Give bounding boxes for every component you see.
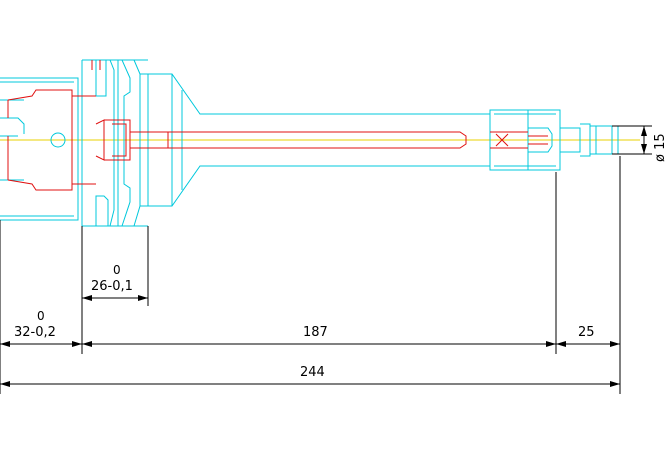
- dim-diameter-15-label: ø 15: [653, 133, 668, 162]
- dimension-lines: [0, 125, 652, 394]
- tool-outline: [0, 59, 619, 227]
- dim-244-label: 244: [300, 365, 325, 380]
- dim-25-label: 25: [578, 325, 595, 340]
- dim-26-tolerance: 0: [113, 263, 121, 277]
- dim-32-label: 32-0,2: [14, 325, 56, 340]
- dim-187-label: 187: [303, 325, 328, 340]
- inner-contour: [7, 60, 548, 191]
- dimension-arrows: [0, 126, 647, 387]
- dim-32-tolerance: 0: [37, 309, 45, 323]
- dim-26-label: 26-0,1: [91, 279, 133, 294]
